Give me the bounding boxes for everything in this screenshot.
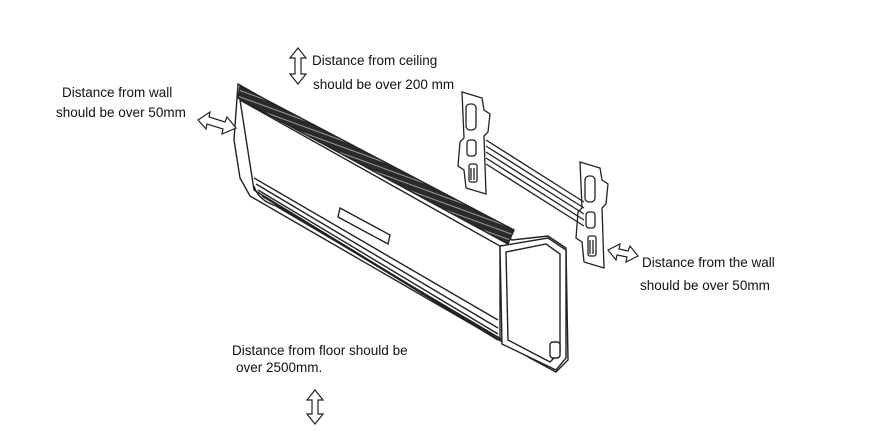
ceiling-clearance-label-line1: Distance from ceiling <box>312 53 438 68</box>
right-wall-clearance-label-line1: Distance from the wall <box>642 255 775 270</box>
air-conditioner-unit-icon <box>233 82 569 373</box>
ceiling-clearance-label-line2: should be over 200 mm <box>313 77 455 92</box>
left-wall-clearance-arrow-icon <box>197 110 237 136</box>
floor-clearance-label-line2: over 2500mm. <box>236 360 323 375</box>
mounting-plate-icon <box>457 91 609 269</box>
left-wall-clearance-label-line1: Distance from wall <box>62 85 173 100</box>
floor-clearance-arrow-icon <box>305 389 325 425</box>
right-wall-clearance-arrow-icon <box>607 242 639 264</box>
ceiling-clearance-arrow-icon <box>288 47 308 85</box>
floor-clearance-label-line1: Distance from floor should be <box>232 343 408 358</box>
right-wall-clearance-label-line2: should be over 50mm <box>640 278 770 293</box>
left-wall-clearance-label-line2: should be over 50mm <box>56 105 186 120</box>
